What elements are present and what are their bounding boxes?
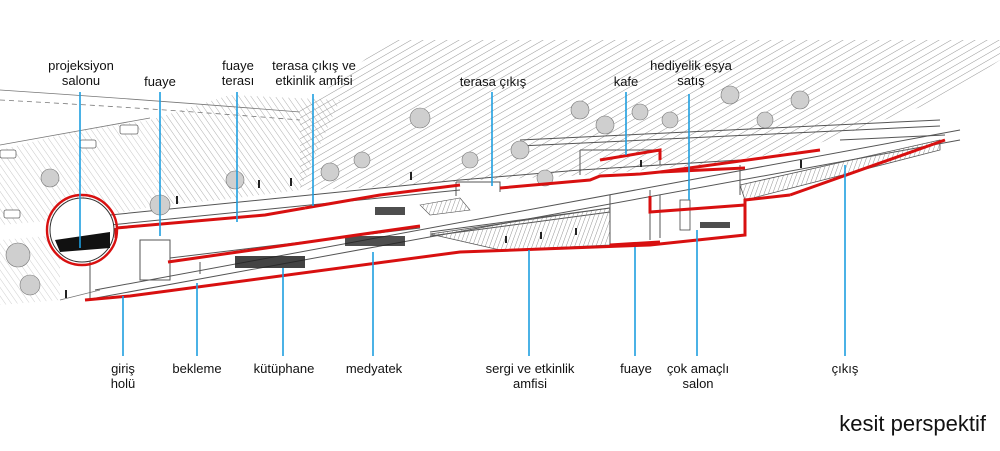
interior-furniture	[235, 199, 730, 268]
projection-room-cylinder	[45, 193, 119, 267]
label-projeksiyon-salonu: projeksiyon salonu	[48, 58, 114, 88]
label-fuaye-terasi: fuaye terası	[221, 58, 255, 88]
parked-cars	[0, 124, 139, 219]
trees	[5, 85, 810, 296]
label-sergi-ve-etkinlik-amfisi: sergi ve etkinlik amfisi	[485, 361, 575, 391]
section-cut	[84, 138, 946, 302]
amphitheatre-steps	[419, 139, 941, 251]
label-kafe: kafe	[613, 74, 639, 89]
people-figures	[65, 160, 802, 298]
label-bekleme: bekleme	[172, 361, 222, 376]
label-terasa-cikis: terasa çıkış	[459, 74, 527, 89]
road-lines	[0, 89, 301, 301]
label-cok-amacli-salon: çok amaçlı salon	[666, 361, 730, 391]
drawing-caption: kesit perspektif	[839, 411, 986, 436]
label-medyatek: medyatek	[345, 361, 403, 376]
leader-lines	[79, 92, 846, 356]
label-fuaye-top: fuaye	[144, 74, 176, 89]
label-fuaye-bottom: fuaye	[620, 361, 652, 376]
label-cikis: çıkış	[831, 361, 859, 376]
label-terasa-cikis-amfisi: terasa çıkış ve etkinlik amfisi	[272, 58, 356, 88]
label-kutuphane: kütüphane	[253, 361, 315, 376]
label-giris-holu: giriş holü	[110, 361, 136, 391]
label-hediyelik-esya-satis: hediyelik eşya satış	[650, 58, 732, 88]
